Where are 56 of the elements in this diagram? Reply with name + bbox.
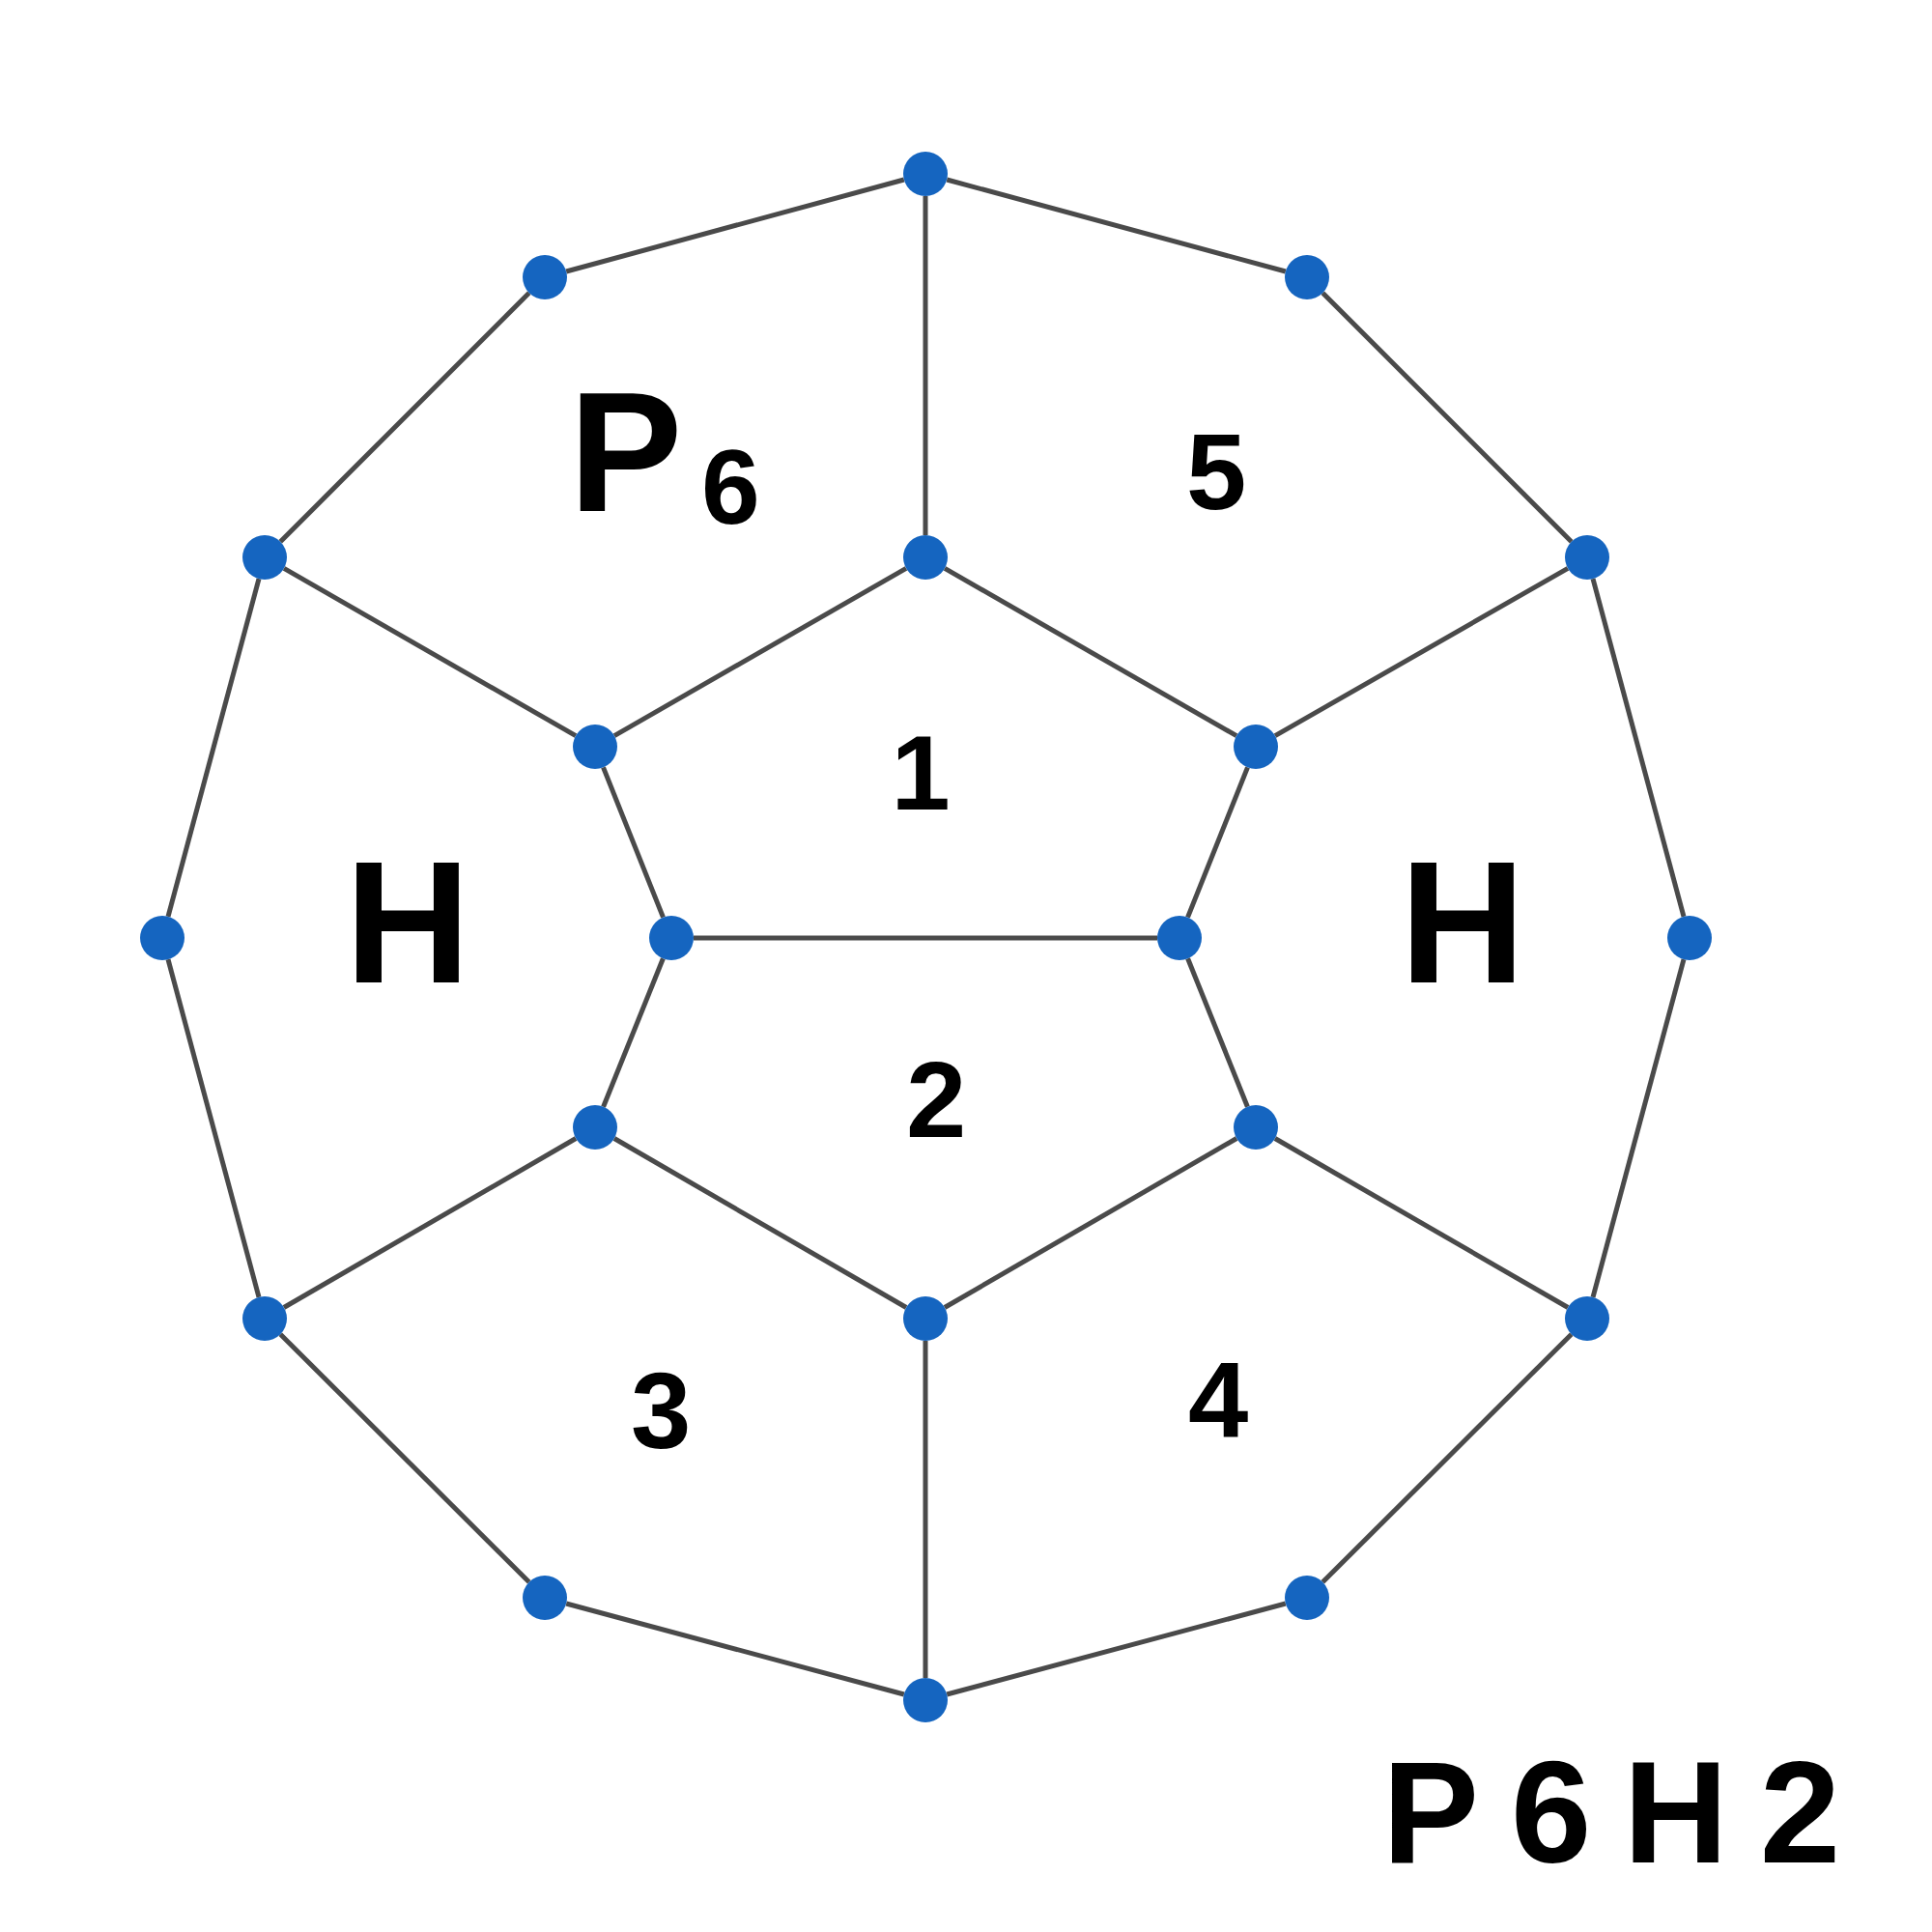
face-label: P$_{6}$ bbox=[569, 367, 760, 537]
vertex-dot bbox=[573, 724, 617, 769]
graph-edge bbox=[278, 291, 531, 544]
graph-edge bbox=[565, 177, 905, 274]
vertex-dot bbox=[1565, 535, 1609, 580]
face-label: 4 bbox=[1188, 1347, 1249, 1455]
graph-edge bbox=[923, 1341, 928, 1678]
face-label: 2 bbox=[906, 1046, 967, 1154]
graph-edge bbox=[278, 1332, 531, 1584]
vertex-dot bbox=[242, 1296, 287, 1341]
graph-edge bbox=[1273, 566, 1570, 738]
graph-edge bbox=[601, 957, 666, 1108]
graph-edge bbox=[165, 958, 262, 1298]
graph-edge bbox=[946, 1601, 1287, 1697]
graph-edge bbox=[694, 935, 1157, 941]
vertex-dot bbox=[1234, 1105, 1278, 1150]
vertex-dot bbox=[1667, 916, 1712, 960]
vertex-dot bbox=[1285, 1576, 1329, 1620]
vertex-dot bbox=[1285, 255, 1329, 299]
graph-edge bbox=[1321, 291, 1574, 544]
vertex-dot bbox=[573, 1105, 617, 1150]
graph-edge bbox=[601, 766, 666, 919]
face-label: H bbox=[1400, 836, 1525, 1009]
graph-edge bbox=[1273, 1136, 1570, 1310]
vertex-dot bbox=[649, 916, 694, 960]
vertex-dot bbox=[1157, 916, 1202, 960]
vertex-dot bbox=[903, 1296, 948, 1341]
graph-edge bbox=[565, 1601, 905, 1697]
vertex-dot bbox=[140, 916, 185, 960]
graph-edge bbox=[1321, 1332, 1574, 1584]
vertex-dot bbox=[242, 535, 287, 580]
graph-edge bbox=[943, 566, 1238, 738]
vertex-dot bbox=[1234, 724, 1278, 769]
graph-edge bbox=[282, 1136, 578, 1310]
graph-edge bbox=[946, 177, 1287, 274]
graph-edge bbox=[612, 1136, 908, 1310]
vertex-dot bbox=[903, 152, 948, 196]
graph-edge bbox=[165, 578, 262, 918]
graph-edge bbox=[943, 1136, 1238, 1310]
face-label: H bbox=[345, 836, 470, 1009]
graph-edge bbox=[1185, 766, 1250, 919]
graph-edge bbox=[1590, 578, 1687, 918]
vertex-dot bbox=[523, 255, 567, 299]
graph-edge bbox=[612, 566, 908, 738]
graph-edge bbox=[1590, 958, 1687, 1298]
face-label: 3 bbox=[631, 1357, 692, 1465]
face-label: 5 bbox=[1186, 418, 1247, 526]
vertex-dot bbox=[523, 1576, 567, 1620]
graph-edge bbox=[282, 566, 578, 738]
vertex-dot bbox=[1565, 1296, 1609, 1341]
vertex-dot bbox=[903, 1678, 948, 1722]
face-label: 1 bbox=[891, 720, 951, 826]
graph-name: P6H2 bbox=[1381, 1740, 1873, 1885]
graph-edge bbox=[923, 196, 928, 535]
graph-edge bbox=[1185, 957, 1250, 1108]
vertex-dot bbox=[903, 535, 948, 580]
